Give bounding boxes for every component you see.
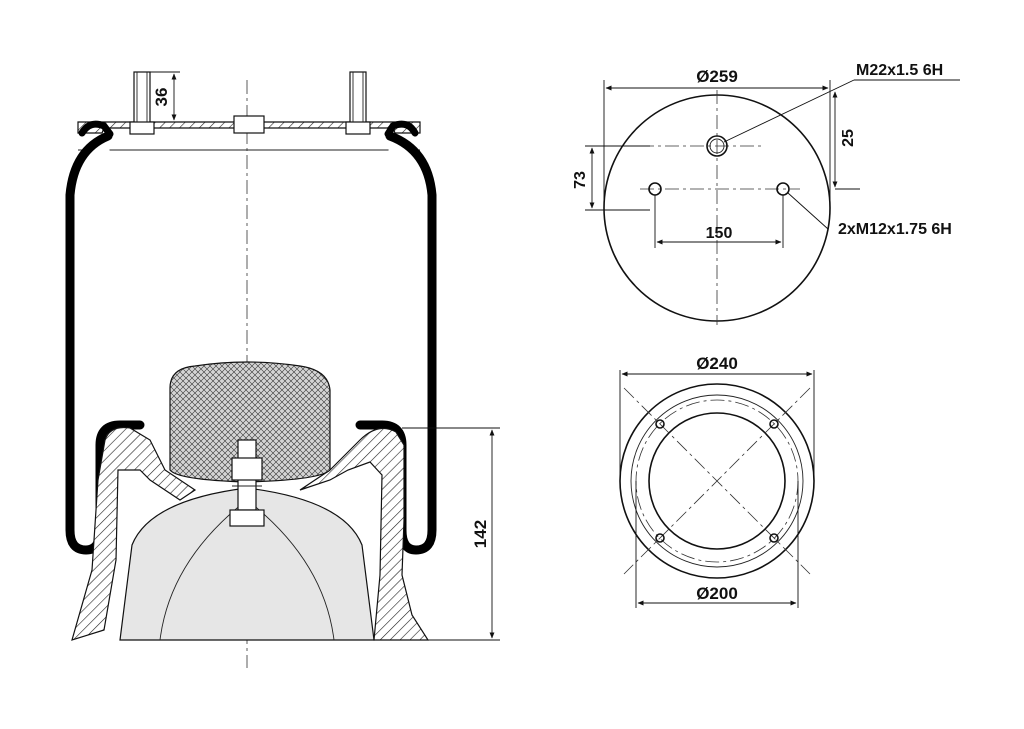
top-plate-diameter-label: Ø259 [696, 67, 738, 86]
piston-left-wall [71, 426, 197, 641]
piston-hole-4 [769, 533, 779, 543]
top-plate-view: Ø259 M22x1.5 6H 25 73 150 2xM12x1.75 6H [572, 62, 960, 325]
piston-right-wall [299, 427, 430, 641]
left-stud [133, 71, 151, 125]
piston-bolt-circle-label: Ø200 [696, 584, 738, 603]
bellows-outline-right [355, 131, 437, 555]
total-height-label: 142 [471, 520, 490, 548]
piston-hole-3 [655, 533, 665, 543]
stud-spacing-label: 150 [706, 225, 733, 242]
piston-hole-1 [655, 419, 665, 429]
piston-outer-diameter-label: Ø240 [696, 354, 738, 373]
piston-bottom-view: Ø240 Ø200 [619, 354, 815, 608]
vertical-offset-label: 25 [840, 129, 857, 147]
pitch-offset-label: 73 [572, 171, 589, 189]
piston-hole-2 [769, 419, 779, 429]
bellows-outline [65, 131, 145, 555]
side-thread-label: 2xM12x1.75 6H [838, 221, 952, 238]
mounting-studs [129, 71, 371, 135]
left-bead [78, 120, 114, 138]
right-stud [349, 71, 367, 125]
center-boss [233, 115, 265, 134]
center-thread-hole [706, 135, 728, 157]
center-bolt [229, 439, 265, 527]
side-section-view: 36 142 [65, 71, 500, 668]
piston-inner-circle [648, 412, 786, 550]
center-thread-label: M22x1.5 6H [856, 62, 943, 79]
total-height-dimension: 142 [402, 427, 500, 641]
stud-height-label: 36 [152, 88, 171, 107]
stud-height-dimension: 36 [150, 71, 180, 121]
right-bead [384, 120, 419, 138]
